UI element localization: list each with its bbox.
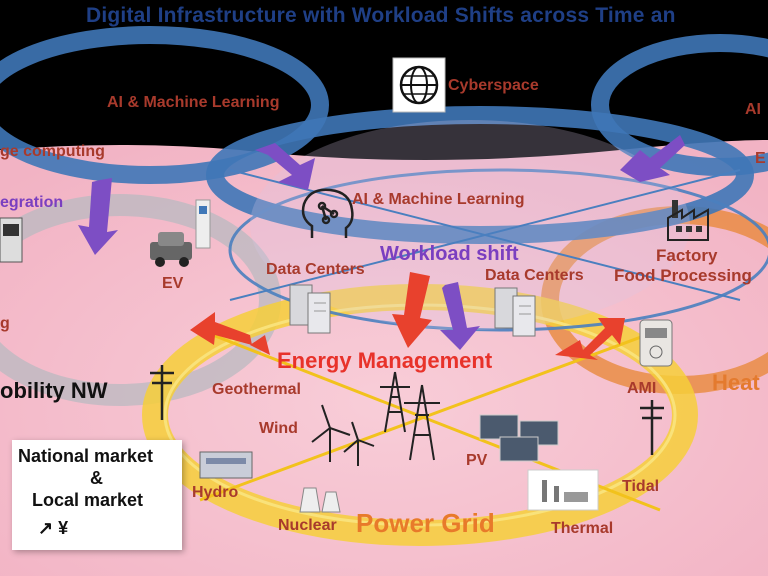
pylon-icon (404, 384, 440, 461)
factory-label: Factory (656, 246, 718, 265)
pv-label: PV (466, 452, 488, 469)
hydro-label: Hydro (192, 484, 239, 501)
ami-label: AMI (627, 380, 657, 397)
geothermal-label: Geothermal (212, 381, 301, 398)
mobility-nw-label: obility NW (0, 378, 108, 403)
data-centers-left-label: Data Centers (266, 261, 365, 278)
workload-shift-label: Workload shift (380, 243, 519, 265)
data-center-ring (228, 168, 768, 332)
factory-icon (667, 200, 709, 241)
nuclear-plant-icon (299, 487, 341, 513)
pylon-icon (380, 371, 410, 433)
g-left-label: g (0, 315, 10, 332)
cyberspace-ring-left (0, 26, 329, 184)
car-icon (150, 232, 192, 267)
thermal-label: Thermal (551, 520, 614, 537)
utility-pole-icon (150, 365, 174, 420)
market-line-1: National market (18, 446, 154, 466)
ai-ml-left-label: AI & Machine Learning (107, 94, 280, 111)
integration-label: egration (0, 194, 64, 211)
ai-ml-center-label: AI & Machine Learning (352, 191, 525, 208)
bus-icon (0, 217, 23, 263)
cyberspace-ring-right (591, 34, 768, 176)
market-line-3: Local market (32, 490, 144, 510)
food-processing-label: Food Processing (614, 266, 752, 285)
tidal-label: Tidal (622, 478, 660, 495)
cyberspace-ring-center (206, 106, 754, 244)
data-centers-right-label: Data Centers (485, 267, 584, 284)
market-icons: ↗ ¥ (38, 518, 69, 538)
hydro-dam-icon (199, 451, 253, 479)
market-line-2: & (90, 468, 103, 488)
globe-icon (392, 57, 446, 113)
wind-label: Wind (259, 420, 298, 437)
heat-label: Heat (712, 370, 760, 395)
solar-panel-icon (479, 414, 559, 462)
nuclear-label: Nuclear (278, 517, 337, 534)
workload-arrows (78, 135, 685, 350)
brain-icon (301, 188, 354, 238)
wind-turbine-icon (311, 404, 375, 466)
server-icon (494, 287, 536, 337)
server-icon (289, 284, 331, 334)
energy-arrows (190, 272, 625, 360)
power-grid-label: Power Grid (356, 508, 495, 538)
ai-right-label: AI (745, 101, 761, 118)
energy-management-label: Energy Management (277, 348, 493, 373)
charger-icon (195, 199, 211, 249)
utility-pole-icon (640, 400, 664, 455)
edge-computing-label: ge computing (0, 143, 105, 160)
e-right-label: E (755, 150, 766, 167)
cyberspace-label: Cyberspace (448, 77, 539, 94)
mobility-ring (0, 194, 281, 406)
market-box: National market & Local market ↗ ¥ (12, 440, 182, 550)
meter-icon (639, 319, 673, 367)
thermal-plant-icon (527, 469, 599, 511)
ev-label: EV (162, 275, 184, 292)
page-title: Digital Infrastructure with Workload Shi… (86, 4, 676, 27)
